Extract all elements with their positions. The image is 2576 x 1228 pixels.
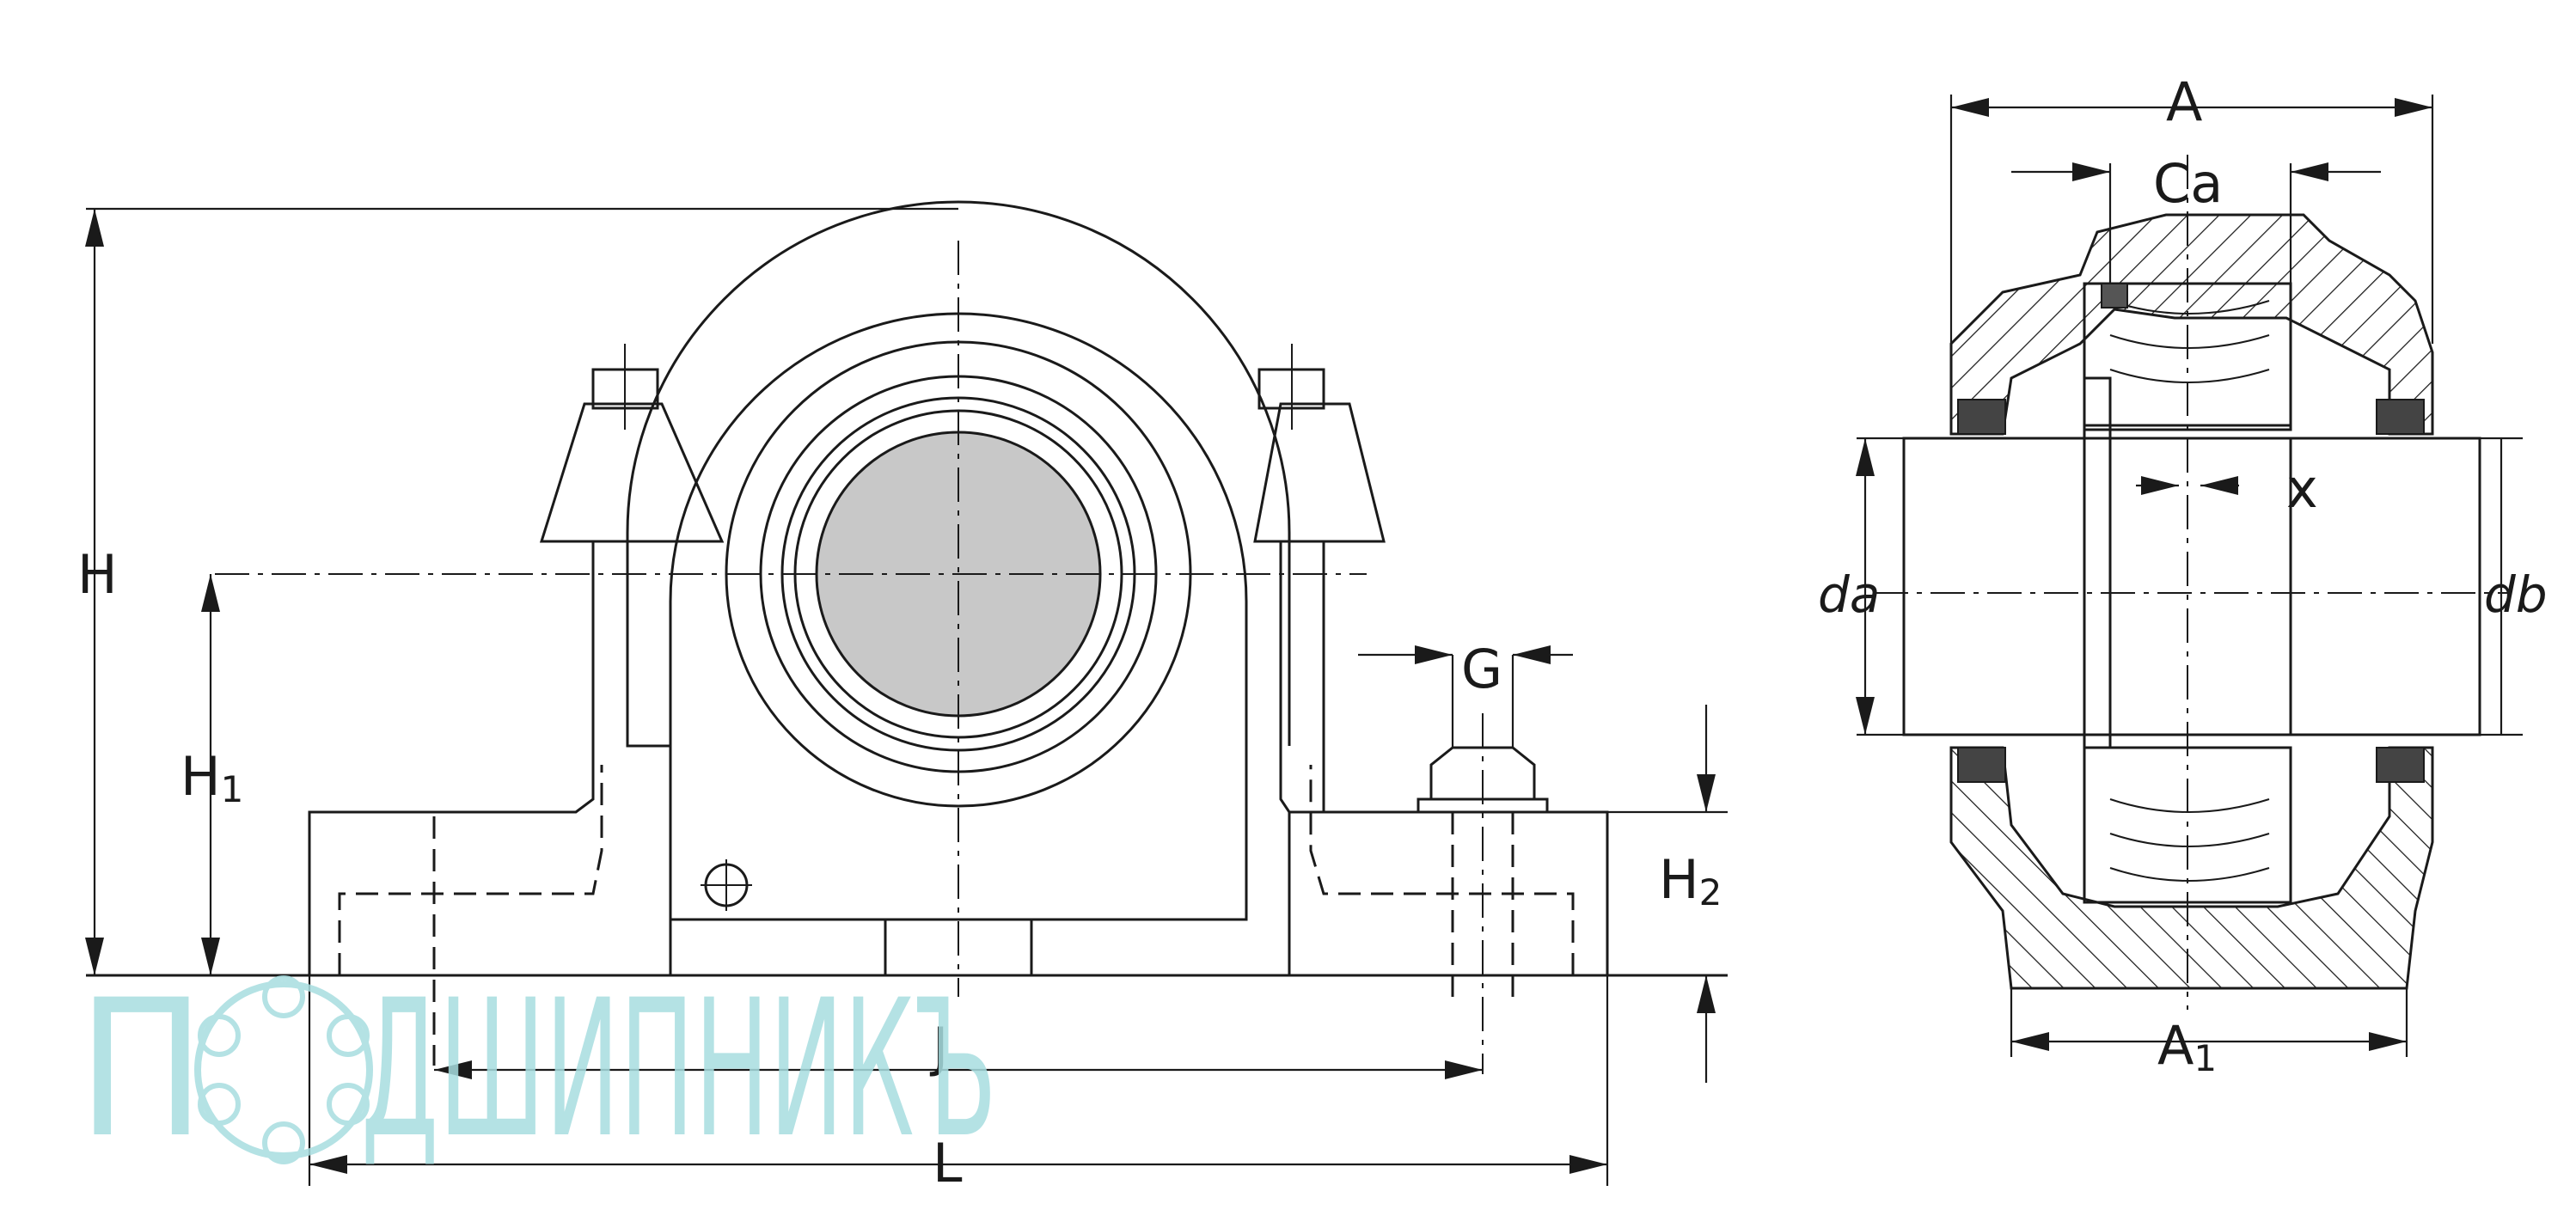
label-da: da: [1818, 565, 1880, 624]
label-H: H: [77, 543, 118, 606]
watermark-first-letter: П: [77, 959, 205, 1179]
side-dimensions: [1856, 95, 2523, 1057]
label-Ca: Ca: [2153, 152, 2223, 215]
watermark-logo: П ДШИПНИКЪ: [77, 959, 997, 1179]
label-A: A: [2166, 70, 2202, 133]
label-db: db: [2484, 565, 2548, 624]
label-x: x: [2286, 457, 2318, 520]
label-A1: A1: [2157, 1014, 2217, 1079]
label-H1: H1: [181, 745, 243, 810]
bearing-logo-icon: [194, 975, 373, 1164]
front-dimensions: [85, 207, 1728, 1186]
label-G: G: [1461, 638, 1502, 700]
dimension-labels: H H1 H2 G J L A Ca x da db A1: [77, 70, 2548, 1194]
watermark-rest: ДШИПНИКЪ: [361, 959, 997, 1179]
label-H2: H2: [1659, 848, 1722, 913]
label-L: L: [933, 1132, 963, 1194]
label-J: J: [929, 1016, 948, 1078]
front-view: [86, 200, 1728, 1074]
side-section-view: [1874, 155, 2510, 1010]
